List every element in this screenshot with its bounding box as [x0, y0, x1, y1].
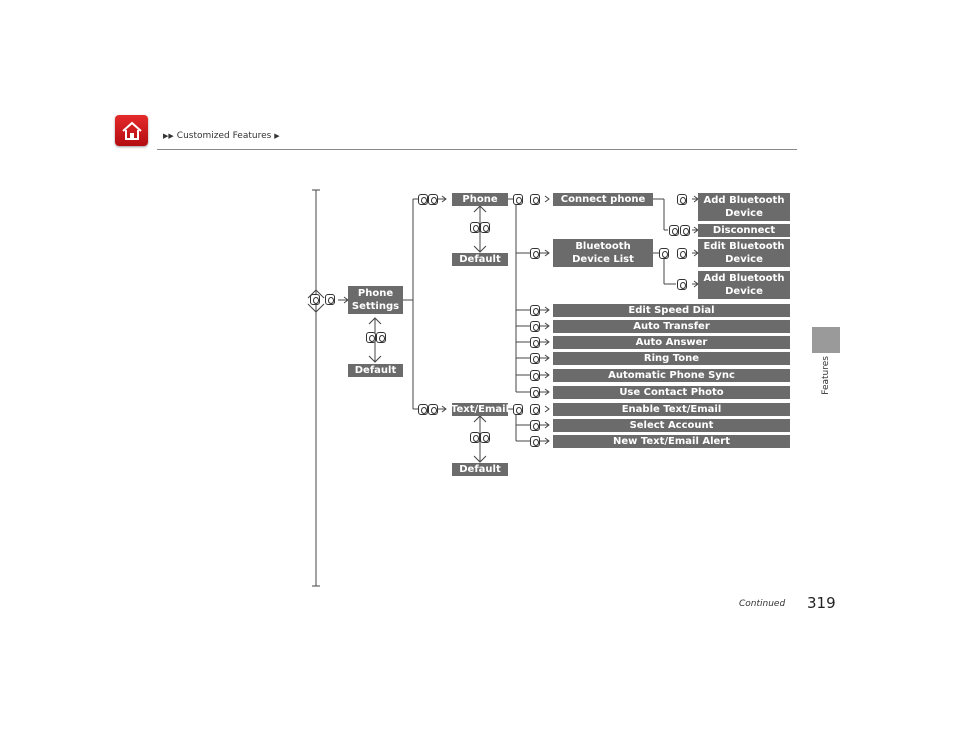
- dial-move-icon: [376, 332, 386, 343]
- dial-turn-icon: [428, 194, 438, 205]
- breadcrumb: ▶▶ Customized Features ▶: [163, 131, 280, 141]
- dial-turn-icon: [418, 404, 428, 415]
- phone-default[interactable]: Default: [452, 253, 508, 266]
- dial-press-icon: [310, 294, 320, 305]
- auto-transfer-item[interactable]: Auto Transfer: [553, 320, 790, 333]
- connect-phone-item[interactable]: Connect phone: [553, 193, 653, 206]
- dial-icon: [530, 321, 540, 332]
- home-icon: [121, 121, 142, 140]
- use-contact-photo-item[interactable]: Use Contact Photo: [553, 386, 790, 399]
- dial-icon: [325, 294, 335, 305]
- dial-icon: [530, 420, 540, 431]
- dial-turn-icon: [428, 404, 438, 415]
- dial-turn-icon: [418, 194, 428, 205]
- home-button[interactable]: [115, 115, 148, 146]
- dial-icon: [677, 194, 687, 205]
- dial-icon: [530, 305, 540, 316]
- text-email-item[interactable]: Text/Email: [451, 403, 510, 416]
- bluetooth-device-list-item[interactable]: Bluetooth Device List: [553, 239, 653, 267]
- text-email-default[interactable]: Default: [452, 463, 508, 476]
- enable-text-email-item[interactable]: Enable Text/Email: [553, 403, 790, 416]
- dial-icon: [530, 248, 540, 259]
- breadcrumb-arrow-icon: ▶▶: [163, 132, 174, 140]
- select-account-item[interactable]: Select Account: [553, 419, 790, 432]
- breadcrumb-end-arrow-icon: ▶: [274, 132, 280, 140]
- dial-move-icon: [480, 222, 490, 233]
- phone-settings-default[interactable]: Default: [348, 364, 403, 377]
- edit-speed-dial-item[interactable]: Edit Speed Dial: [553, 304, 790, 317]
- header-divider: [157, 149, 797, 150]
- page-number: 319: [807, 594, 836, 612]
- dial-icon: [530, 194, 540, 205]
- section-tab[interactable]: [812, 327, 840, 353]
- automatic-phone-sync-item[interactable]: Automatic Phone Sync: [553, 369, 790, 382]
- add-bluetooth-device-item[interactable]: Add Bluetooth Device: [698, 271, 790, 299]
- dial-icon: [677, 279, 687, 290]
- new-text-email-alert-item[interactable]: New Text/Email Alert: [553, 435, 790, 448]
- dial-icon: [530, 404, 540, 415]
- continued-label: Continued: [739, 599, 786, 609]
- dial-press-icon: [513, 404, 523, 415]
- dial-icon: [530, 370, 540, 381]
- dial-press-icon: [659, 248, 669, 259]
- dial-icon: [530, 387, 540, 398]
- dial-icon: [530, 436, 540, 447]
- auto-answer-item[interactable]: Auto Answer: [553, 336, 790, 349]
- dial-icon: [677, 248, 687, 259]
- dial-move-icon: [470, 222, 480, 233]
- dial-icon: [530, 337, 540, 348]
- phone-settings-item[interactable]: Phone Settings: [348, 286, 403, 314]
- edit-bluetooth-device-item[interactable]: Edit Bluetooth Device: [698, 239, 790, 267]
- add-bluetooth-device-item[interactable]: Add Bluetooth Device: [698, 193, 790, 221]
- dial-icon: [530, 353, 540, 364]
- breadcrumb-link[interactable]: Customized Features: [176, 131, 272, 141]
- dial-move-icon: [480, 432, 490, 443]
- disconnect-item[interactable]: Disconnect: [698, 224, 790, 237]
- phone-item[interactable]: Phone: [452, 193, 508, 206]
- dial-icon: [669, 225, 679, 236]
- dial-move-icon: [366, 332, 376, 343]
- dial-press-icon: [513, 194, 523, 205]
- dial-move-icon: [470, 432, 480, 443]
- dial-move-icon: [680, 225, 690, 236]
- ring-tone-item[interactable]: Ring Tone: [553, 352, 790, 365]
